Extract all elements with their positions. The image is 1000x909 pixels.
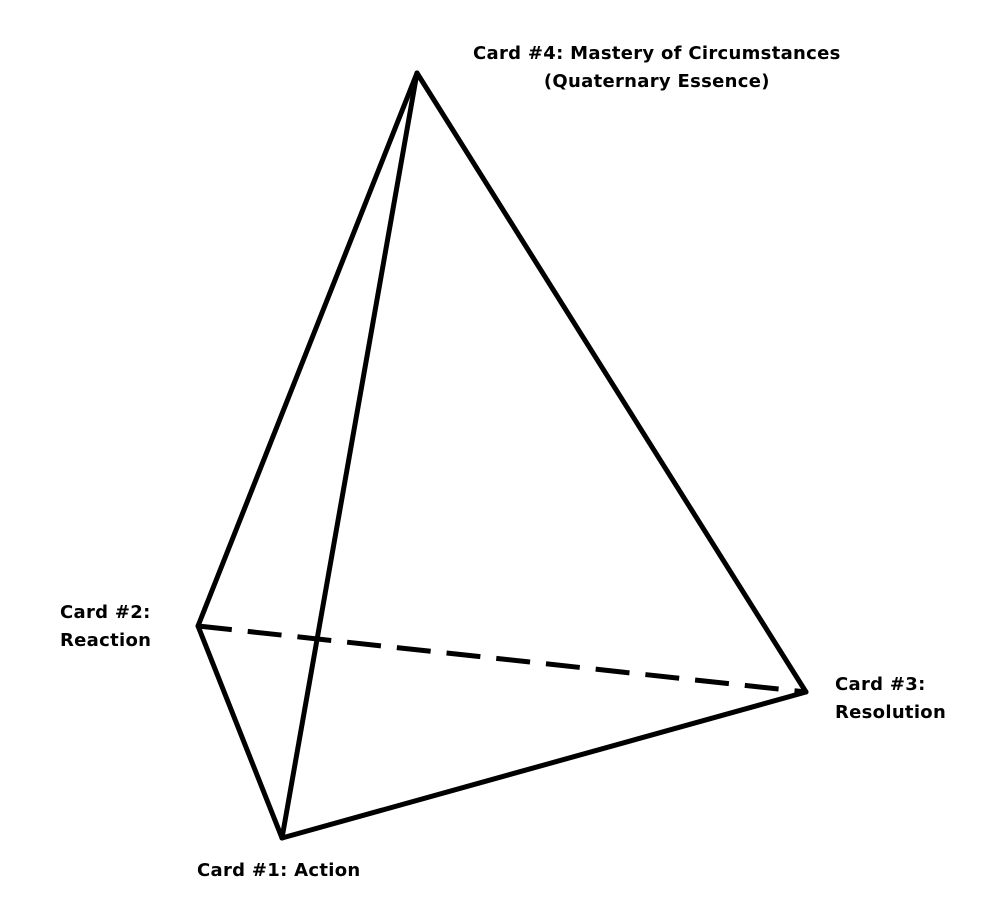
card4-title: Card #4: Mastery of Circumstances [473,43,841,64]
edge-card4-card2 [195,70,420,629]
card1-label: Card #1: Action [197,860,361,881]
hidden-edge-card2-card3 [197,623,807,695]
card4-label: Card #4: Mastery of Circumstances (Quate… [473,40,841,96]
card2-subtitle: Reaction [60,630,152,651]
card2-label: Card #2: Reaction [60,599,151,655]
edge-card4-card3 [414,70,809,695]
card3-subtitle: Resolution [835,702,947,723]
edge-card2-card1 [195,623,285,841]
edge-card4-card1 [279,70,420,841]
card2-title: Card #2: [60,602,151,623]
card3-label: Card #3: Resolution [835,671,946,727]
card3-title: Card #3: [835,674,926,695]
edge-card1-card3 [279,689,809,841]
card4-subtitle: (Quaternary Essence) [543,71,770,92]
